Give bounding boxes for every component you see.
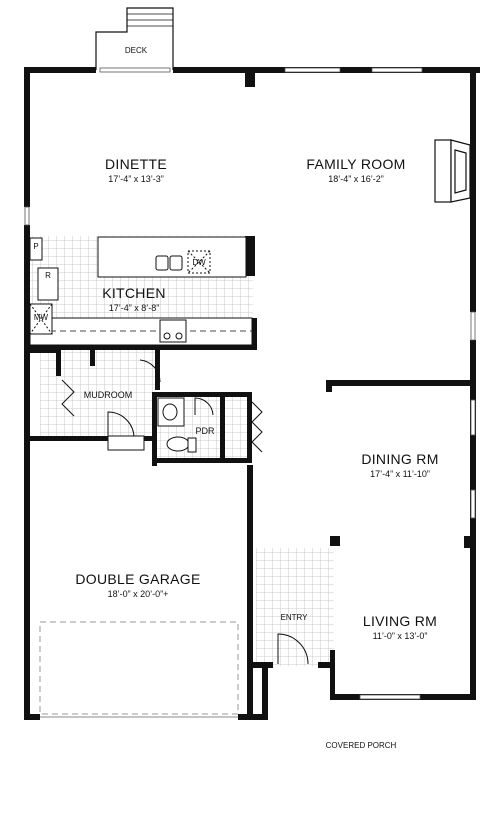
dims-dinette: 17’-4” x 13’-3” xyxy=(108,174,164,184)
wall-right-upper xyxy=(470,67,476,312)
label-dining-rm: DINING RM xyxy=(361,451,439,467)
dims-living-rm: 11’-0” x 13’-0” xyxy=(372,631,428,641)
door-mudroom xyxy=(107,411,135,439)
toilet xyxy=(166,436,190,452)
window-right-1 xyxy=(470,311,476,341)
dishwasher xyxy=(187,250,211,274)
burner xyxy=(175,332,183,340)
wall-pdr-top xyxy=(152,392,252,397)
label-dinette: DINETTE xyxy=(105,156,167,172)
deck-outline xyxy=(95,7,174,70)
door-mudroom-bifold xyxy=(61,379,75,417)
toilet-tank xyxy=(187,437,197,453)
label-refrigerator: R xyxy=(45,271,51,280)
pantry xyxy=(29,237,43,261)
wall-dining-top xyxy=(326,380,476,386)
door-pdr xyxy=(194,397,214,416)
wall-top-left xyxy=(24,67,96,73)
door-closet-bifold xyxy=(251,401,263,453)
entry-tile xyxy=(256,548,334,666)
fireplace-inner xyxy=(454,149,467,194)
sink xyxy=(162,403,178,421)
window-family-1 xyxy=(284,67,341,73)
wall-right-lower xyxy=(470,340,476,700)
window-right-2 xyxy=(470,399,476,436)
post-dining-l xyxy=(330,536,340,546)
dims-kitchen: 17’-4” x 8’-8” xyxy=(108,303,160,313)
post-dining-r xyxy=(464,536,474,548)
sink-bowl-1 xyxy=(155,255,169,271)
window-living xyxy=(359,694,421,700)
post-top xyxy=(245,73,255,87)
refrigerator xyxy=(37,267,59,301)
wall-pdr-right xyxy=(220,392,225,458)
interior-walls xyxy=(30,73,476,548)
wall-left-lower xyxy=(24,225,30,720)
dishwasher-x xyxy=(187,250,211,274)
wall-garage-bottom-r xyxy=(238,714,268,720)
wall-garage-right xyxy=(247,465,253,720)
wall-pdr-left xyxy=(152,392,157,466)
label-pdr: PDR xyxy=(195,426,215,436)
wall-entry-step xyxy=(262,668,268,720)
label-covered-porch: COVERED PORCH xyxy=(325,741,397,750)
wall-mudroom-left-stub xyxy=(56,348,61,376)
dims-double-garage: 18’-0” x 20’-0”+ xyxy=(107,589,169,599)
dims-dining-rm: 17’-4” x 11’-10” xyxy=(370,469,430,479)
wall-entry-right xyxy=(318,662,334,668)
wall-garage-bottom-l xyxy=(24,714,40,720)
wall-mud-bottom-l xyxy=(30,436,108,441)
fireplace-hearth xyxy=(434,139,452,203)
dims-family-room: 18’-4” x 16’-2” xyxy=(328,174,384,184)
wall-kitchen-bottom xyxy=(30,345,255,350)
mudroom-bench xyxy=(107,435,145,451)
label-living-rm: LIVING RM xyxy=(362,613,438,629)
wall-living-left xyxy=(330,650,335,700)
window-right-3 xyxy=(470,489,476,519)
wall-pdr-bottom xyxy=(152,458,252,463)
sink-bowl-2 xyxy=(169,255,183,271)
label-microwave: MW xyxy=(33,313,49,322)
wall-closet-right xyxy=(247,392,252,462)
wall-left-upper xyxy=(24,67,30,207)
window-left xyxy=(24,206,30,226)
label-pantry: P xyxy=(33,242,39,251)
burner xyxy=(163,332,171,340)
label-dishwasher: DW xyxy=(192,258,206,267)
garage-overhead xyxy=(39,621,239,715)
label-double-garage: DOUBLE GARAGE xyxy=(75,571,201,587)
wall-kitchen-end xyxy=(245,236,255,276)
wall-mudroom-inner xyxy=(90,348,95,366)
kitchen-fixtures xyxy=(29,236,253,346)
wall-mudroom-top xyxy=(30,348,60,353)
label-entry: ENTRY xyxy=(280,613,308,622)
label-family-room: FAMILY ROOM xyxy=(306,156,406,172)
windows xyxy=(24,67,476,700)
window-family-2 xyxy=(371,67,423,73)
label-kitchen: KITCHEN xyxy=(102,285,166,301)
wall-dining-stub xyxy=(326,380,332,392)
window-deck xyxy=(99,67,171,73)
range xyxy=(159,319,187,343)
doors xyxy=(40,359,309,718)
dishwasher-x xyxy=(187,250,211,274)
door-mud-inner xyxy=(139,359,161,383)
pdr-fixtures xyxy=(157,397,197,453)
wall-mud-bottom-r xyxy=(144,436,154,441)
door-entry xyxy=(277,633,309,665)
wall-entry-ledge xyxy=(253,662,273,668)
wall-mudroom-right xyxy=(155,348,160,390)
deck xyxy=(95,7,174,70)
label-deck: DECK xyxy=(124,46,148,55)
wall-kitchen-right xyxy=(252,318,257,350)
label-mudroom: MUDROOM xyxy=(83,390,133,400)
back-counter xyxy=(29,317,253,346)
fireplace xyxy=(434,139,471,203)
